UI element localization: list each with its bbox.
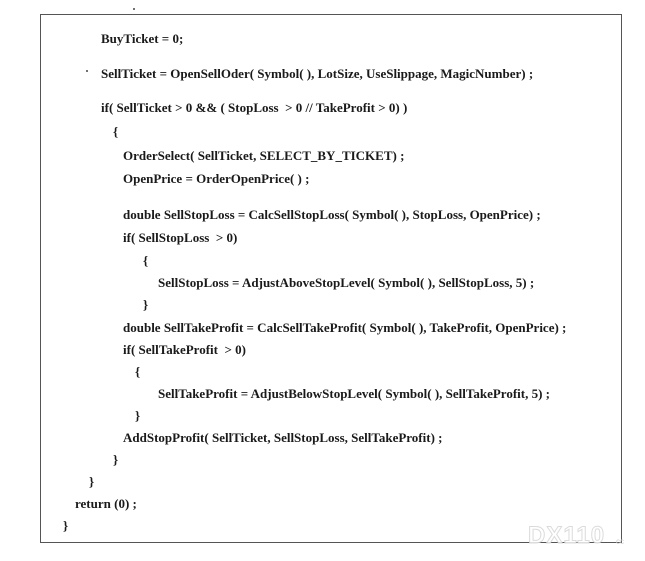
code-line: BuyTicket = 0; xyxy=(101,31,184,46)
code-line: double SellTakeProfit = CalcSellTakeProf… xyxy=(123,320,567,335)
code-line: } xyxy=(113,452,119,467)
code-line: OpenPrice = OrderOpenPrice( ) ; xyxy=(123,171,310,186)
code-line: if( SellTicket > 0 && ( StopLoss > 0 // … xyxy=(101,100,408,115)
watermark-suffix: cc xyxy=(616,537,624,546)
code-line: if( SellStopLoss > 0) xyxy=(123,230,238,245)
code-line: SellTicket = OpenSellOder( Symbol( ), Lo… xyxy=(101,66,534,81)
code-listing-box xyxy=(40,14,622,543)
code-line: { xyxy=(135,364,141,379)
code-line: { xyxy=(143,253,149,268)
code-line: } xyxy=(135,408,141,423)
code-line: double SellStopLoss = CalcSellStopLoss( … xyxy=(123,207,541,222)
code-line: SellTakeProfit = AdjustBelowStopLevel( S… xyxy=(158,386,550,401)
watermark-logo: DX110 xyxy=(527,522,606,550)
code-line: return (0) ; xyxy=(75,496,137,511)
code-line: { xyxy=(113,124,119,139)
code-line: } xyxy=(63,518,69,533)
code-line: } xyxy=(143,297,149,312)
code-line: OrderSelect( SellTicket, SELECT_BY_TICKE… xyxy=(123,148,405,163)
speck-mark xyxy=(86,70,88,72)
code-line: AddStopProfit( SellTicket, SellStopLoss,… xyxy=(123,430,443,445)
code-line: if( SellTakeProfit > 0) xyxy=(123,342,246,357)
code-line: SellStopLoss = AdjustAboveStopLevel( Sym… xyxy=(158,275,535,290)
speck-mark xyxy=(133,8,135,10)
code-line: } xyxy=(89,474,95,489)
